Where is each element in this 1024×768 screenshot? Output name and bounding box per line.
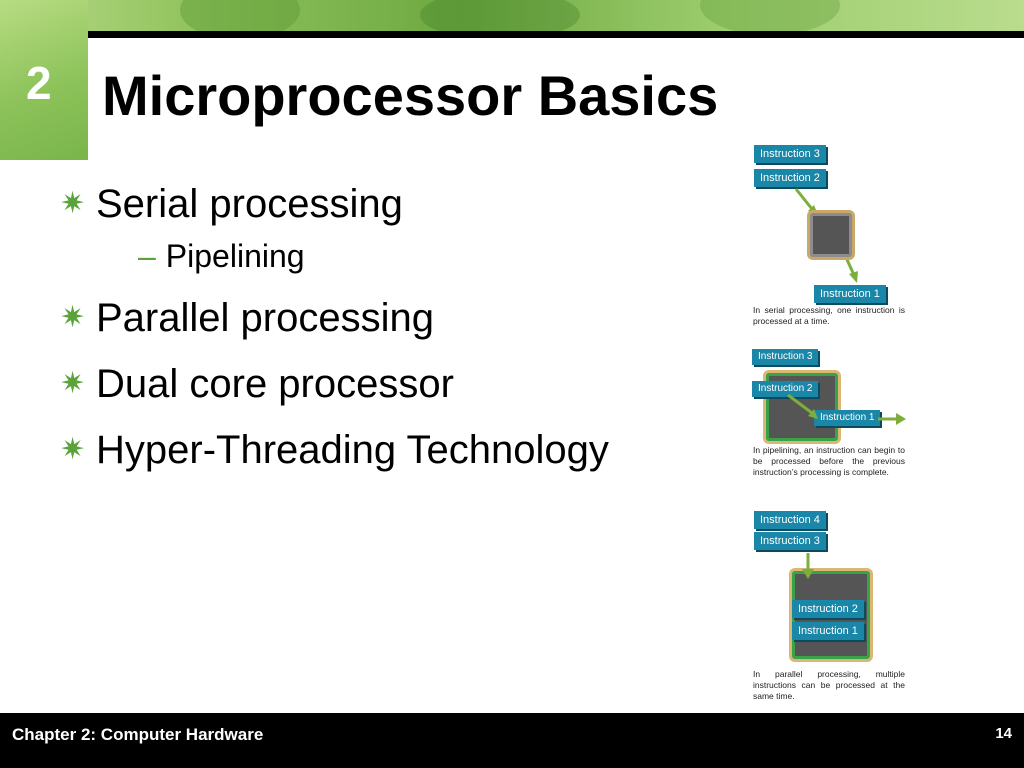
parallel-arrow-icon bbox=[802, 553, 814, 579]
instruction-label: Instruction 2 bbox=[752, 381, 819, 397]
pipeline-arrows-icon bbox=[787, 393, 906, 425]
sub-bullet-text: Pipelining bbox=[165, 238, 305, 274]
bullet-star-icon: ✷ bbox=[60, 433, 86, 466]
instruction-label: Instruction 2 bbox=[754, 169, 826, 187]
processing-figure: Instruction 3 Instruction 2 Instruction … bbox=[748, 143, 910, 708]
instruction-label: Instruction 1 bbox=[814, 285, 886, 303]
instruction-label: Instruction 3 bbox=[754, 532, 826, 550]
instruction-label: Instruction 4 bbox=[754, 511, 826, 529]
footer-chapter-title: Chapter 2: Computer Hardware bbox=[12, 725, 264, 744]
page-number: 14 bbox=[995, 725, 1012, 742]
instruction-label: Instruction 1 bbox=[792, 622, 864, 640]
figure-caption: In serial processing, one instruction is… bbox=[753, 305, 905, 326]
bullet-star-icon: ✷ bbox=[60, 187, 86, 220]
instruction-label: Instruction 2 bbox=[792, 600, 864, 618]
bullet-text: Hyper-Threading Technology bbox=[96, 428, 609, 472]
sub-bullet-dash: – bbox=[138, 238, 156, 274]
bullet-star-icon: ✷ bbox=[60, 301, 86, 334]
instruction-label: Instruction 3 bbox=[752, 349, 819, 365]
instruction-label: Instruction 3 bbox=[754, 145, 826, 163]
bullet-item: ✷ Parallel processing bbox=[60, 294, 740, 342]
bullet-text: Serial processing bbox=[96, 182, 403, 226]
bullet-list: ✷ Serial processing –Pipelining ✷ Parall… bbox=[60, 180, 740, 492]
slide-title: Microprocessor Basics bbox=[102, 64, 719, 127]
bullet-text: Parallel processing bbox=[96, 296, 434, 340]
chapter-number: 2 bbox=[26, 57, 52, 109]
chapter-badge: 2 bbox=[0, 0, 88, 160]
bullet-text: Dual core processor bbox=[96, 362, 454, 406]
figure-caption: In parallel processing, multiple instruc… bbox=[753, 669, 905, 701]
bullet-item: ✷ Dual core processor bbox=[60, 360, 740, 408]
bullet-star-icon: ✷ bbox=[60, 367, 86, 400]
processor-chip-icon bbox=[810, 213, 852, 257]
bullet-item: ✷ Hyper-Threading Technology bbox=[60, 426, 740, 474]
header-banner bbox=[0, 0, 1024, 38]
bullet-item: ✷ Serial processing bbox=[60, 180, 740, 228]
figure-caption: In pipelining, an instruction can begin … bbox=[753, 445, 905, 477]
footer-bar: Chapter 2: Computer Hardware 14 bbox=[0, 713, 1024, 768]
sub-bullet-item: –Pipelining bbox=[138, 236, 740, 276]
instruction-label: Instruction 1 bbox=[814, 410, 881, 426]
